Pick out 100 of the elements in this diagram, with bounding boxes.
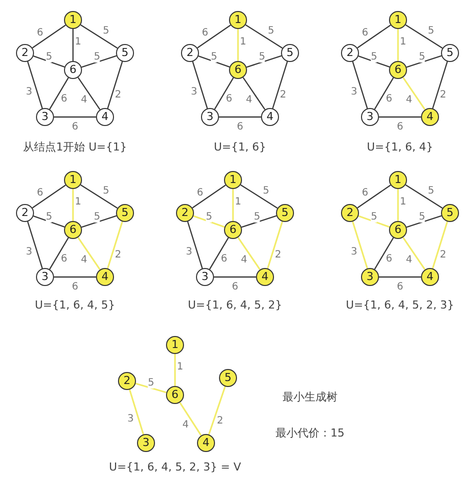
- edge-line: [402, 77, 426, 110]
- edge-label: 6: [220, 253, 228, 264]
- edge-label: 2: [114, 90, 122, 100]
- edge-label: 4: [240, 254, 248, 265]
- edge-line: [219, 116, 261, 118]
- edge-line: [266, 221, 284, 269]
- edge-line: [406, 55, 442, 68]
- edge-line: [432, 221, 448, 269]
- edge-label: 5: [254, 211, 260, 222]
- edge-label: 5: [46, 211, 52, 222]
- edge-line: [187, 221, 203, 269]
- node-circle: 4: [261, 108, 279, 126]
- edge-line: [379, 116, 421, 118]
- edge-line: [192, 61, 208, 109]
- edge-line: [106, 221, 124, 269]
- edge-line: [72, 29, 74, 61]
- edge-label: 5: [262, 185, 270, 196]
- edge-line: [107, 61, 123, 109]
- edge-line: [179, 402, 202, 436]
- edge-line: [357, 24, 391, 48]
- edge-label: 5: [268, 25, 274, 36]
- edge-label: 4: [80, 254, 88, 265]
- node-circle: 3: [361, 268, 379, 286]
- node-circle: 4: [96, 268, 114, 286]
- node-circle: 2: [341, 204, 359, 222]
- node-circle: 6: [166, 386, 184, 404]
- node-circle: 6: [64, 221, 82, 239]
- edge-line: [358, 55, 390, 68]
- edge-line: [78, 77, 100, 110]
- node-circle: 2: [341, 44, 359, 62]
- caption: U={1, 6, 4, 5, 2, 3} = V: [109, 460, 241, 474]
- edge-label: 5: [418, 51, 426, 62]
- edge-line: [397, 189, 399, 221]
- edge-line: [54, 276, 96, 278]
- caption: U={1, 6, 4, 5, 2}: [188, 298, 282, 312]
- edge-line: [81, 55, 117, 68]
- node-circle: 1: [229, 11, 247, 29]
- edge-line: [432, 61, 448, 109]
- node-circle: 6: [224, 221, 242, 239]
- edge-line: [237, 29, 239, 61]
- node-circle: 6: [229, 61, 247, 79]
- edge-label: 5: [94, 51, 100, 62]
- edge-label: 5: [46, 51, 52, 62]
- edge-label: 3: [190, 86, 198, 98]
- node-circle: 1: [389, 11, 407, 29]
- edge-line: [27, 221, 43, 269]
- edge-label: 1: [240, 36, 246, 48]
- edge-line: [240, 184, 278, 209]
- edge-label: 3: [186, 246, 192, 258]
- edge-line: [379, 276, 421, 278]
- edge-label: 6: [196, 187, 204, 198]
- edge-line: [192, 184, 226, 208]
- edge-line: [80, 24, 118, 49]
- edge-line: [32, 24, 66, 48]
- edge-line: [32, 184, 66, 208]
- edge-label: 4: [246, 94, 252, 105]
- edge-label: 2: [114, 250, 122, 260]
- node-circle: 3: [36, 268, 54, 286]
- edge-line: [135, 382, 167, 394]
- edge-label: 6: [60, 93, 68, 104]
- edge-label: 6: [226, 93, 232, 104]
- node-circle: 5: [441, 44, 459, 62]
- edge-label: 6: [36, 27, 44, 38]
- edge-line: [214, 77, 234, 110]
- node-circle: 2: [16, 44, 34, 62]
- edge-label: 2: [440, 90, 446, 100]
- edge-label: 3: [26, 246, 32, 258]
- edge-line: [208, 386, 226, 435]
- node-circle: 1: [64, 171, 82, 189]
- node-circle: 3: [201, 108, 219, 126]
- edge-label: 5: [210, 51, 218, 62]
- edge-line: [174, 354, 176, 386]
- edge-line: [358, 215, 390, 228]
- edge-line: [77, 237, 101, 270]
- edge-label: 6: [386, 93, 392, 104]
- node-circle: 4: [421, 108, 439, 126]
- edge-label: 5: [102, 185, 110, 196]
- edge-label: 2: [280, 90, 286, 100]
- edge-line: [193, 215, 225, 228]
- edge-label: 6: [362, 187, 368, 198]
- edge-line: [33, 55, 65, 68]
- edge-label: 5: [418, 211, 426, 222]
- edge-label: 2: [440, 250, 446, 260]
- edge-line: [357, 184, 391, 208]
- edge-line: [352, 221, 368, 269]
- caption: U={1, 6, 4, 5}: [34, 298, 116, 312]
- edge-line: [33, 215, 65, 228]
- edge-line: [272, 61, 288, 109]
- edge-label: 6: [60, 253, 68, 264]
- edge-label: 3: [350, 86, 358, 98]
- edge-line: [406, 215, 442, 228]
- edge-label: 2: [216, 415, 224, 426]
- node-circle: 3: [36, 108, 54, 126]
- edge-label: 5: [102, 25, 110, 36]
- edge-label: 6: [386, 253, 392, 264]
- edge-label: 4: [80, 94, 88, 105]
- edge-label: 1: [400, 36, 406, 48]
- edge-line: [397, 29, 399, 61]
- edge-line: [374, 77, 394, 110]
- edge-line: [209, 237, 229, 270]
